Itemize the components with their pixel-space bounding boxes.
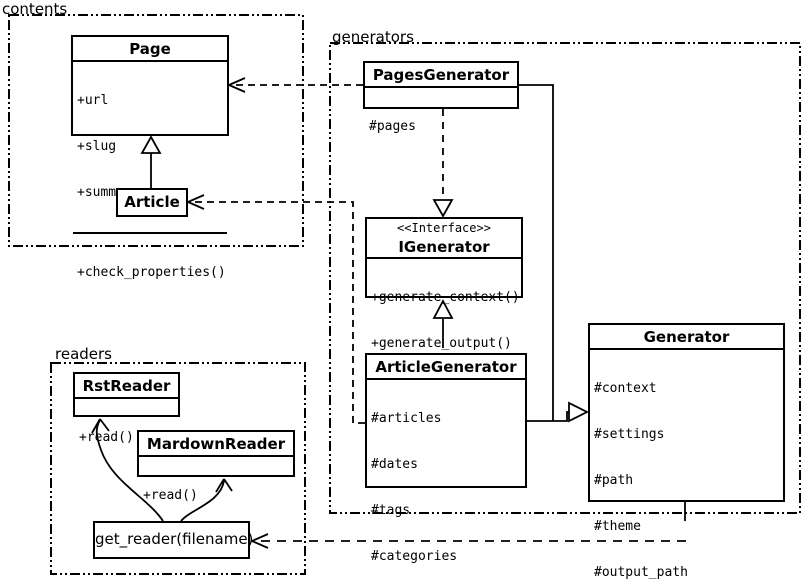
class-rstreader-title: RstReader (82, 377, 171, 395)
method: +generate_output() (371, 336, 512, 351)
attribute: #settings (594, 427, 665, 442)
class-mardownreader-methods: +read() (139, 455, 293, 535)
dependency-arrowhead-getreader (251, 533, 269, 549)
call-curve-getreader-mardownreader (180, 480, 225, 522)
attribute: +url (77, 93, 109, 108)
class-generator: Generator #context #settings #path #them… (588, 323, 785, 579)
inheritance-triangle-article-page (140, 135, 162, 154)
class-igenerator-stereotype: <<Interface>> (397, 221, 491, 235)
class-mardownreader: MardownReader +read() (137, 430, 295, 503)
class-igenerator-methods: +generate_context() +generate_output() (367, 257, 521, 383)
method: +generate_context() (371, 290, 520, 305)
attribute: #output_path (594, 565, 688, 579)
method: +read() (143, 488, 198, 503)
package-label-readers: readers (55, 345, 112, 363)
class-pagesgenerator-title: PagesGenerator (372, 66, 510, 84)
call-curve-getreader-rstreader (95, 419, 164, 522)
class-articlegenerator: ArticleGenerator #articles #dates #tags … (365, 353, 527, 564)
generators-package-border (329, 42, 801, 514)
class-rstreader: RstReader +read() (73, 372, 180, 445)
dependency-arrowhead-article (187, 194, 205, 210)
get-reader-label: get_reader(filename) (95, 530, 254, 548)
class-igenerator-title: IGenerator (398, 238, 490, 256)
attribute: #articles (371, 411, 442, 426)
attribute: #context (594, 381, 657, 396)
class-rstreader-methods: +read() (75, 397, 178, 477)
class-page-methods: +check_properties() (73, 232, 227, 312)
attribute: #pages (369, 119, 416, 134)
class-igenerator: <<Interface>> IGenerator +generate_conte… (365, 217, 523, 351)
attribute: #tags (371, 503, 411, 518)
method: +read() (79, 430, 134, 445)
function-box-get-reader: get_reader(filename) (93, 521, 254, 559)
class-mardownreader-title: MardownReader (146, 435, 286, 453)
class-articlegenerator-title: ArticleGenerator (375, 358, 517, 376)
class-article: Article (116, 188, 188, 217)
inheritance-line-pagesgenerator-generator (518, 84, 554, 421)
inheritance-line-articlegenerator-generator (527, 411, 569, 422)
attribute: #theme (594, 519, 641, 534)
class-generator-title: Generator (643, 328, 730, 346)
class-page: Page +url +slug +summary +check_properti… (71, 35, 229, 280)
class-page-title: Page (129, 40, 171, 58)
attribute: #categories (371, 549, 458, 564)
class-generator-attributes: #context #settings #path #theme #output_… (590, 348, 783, 579)
dependency-line-articlegenerator-article (191, 201, 365, 424)
inheritance-triangle-generator-left (568, 401, 590, 423)
package-label-contents: contents (2, 0, 68, 18)
class-pagesgenerator-attributes: #pages (365, 86, 517, 166)
class-pagesgenerator: PagesGenerator #pages (363, 61, 519, 134)
attribute: #path (594, 473, 634, 488)
method: +check_properties() (77, 265, 226, 280)
realization-triangle-igenerator-top (432, 199, 454, 218)
attribute: +slug (77, 139, 117, 154)
call-arrowhead-mardownreader (215, 478, 233, 493)
call-arrowhead-rstreader (91, 418, 110, 434)
package-label-generators: generators (332, 28, 414, 46)
attribute: #dates (371, 457, 418, 472)
dependency-arrowhead-page (228, 77, 246, 93)
contents-package-border (8, 14, 304, 247)
readers-package-border (50, 362, 306, 575)
inheritance-triangle-igenerator-bottom (432, 299, 454, 319)
class-article-title: Article (124, 193, 180, 211)
class-articlegenerator-attributes: #articles #dates #tags #categories (367, 378, 525, 579)
